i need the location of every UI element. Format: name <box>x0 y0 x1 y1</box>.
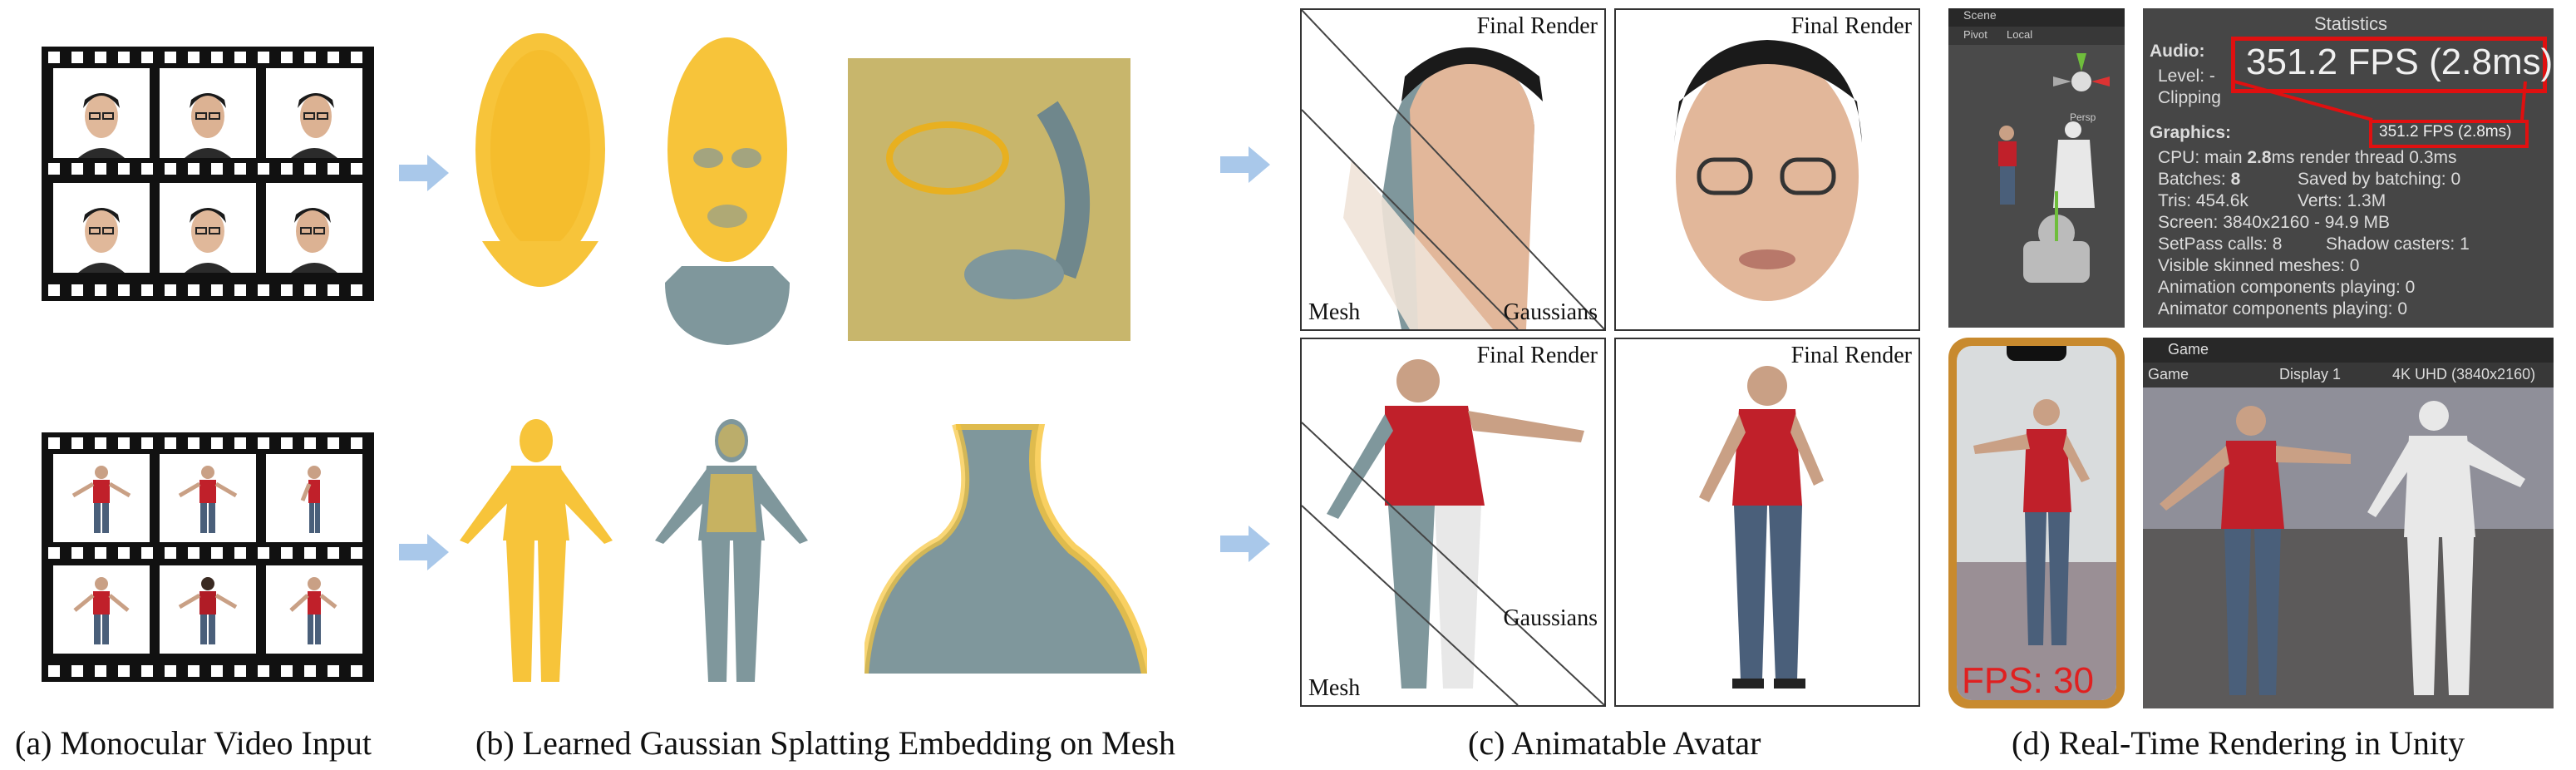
avatar-panel-body-render: Final Render <box>1614 338 1920 707</box>
callout-lines <box>2234 80 2527 121</box>
local-toggle[interactable]: Local <box>2007 28 2033 41</box>
graphics-heading: Graphics: <box>2150 123 2232 142</box>
fps-small-readout: 351.2 FPS (2.8ms) <box>2379 123 2512 141</box>
phone-fps-readout: FPS: 30 <box>1962 660 2094 700</box>
saved-by-batching: Saved by batching: 0 <box>2298 170 2461 189</box>
phone-device: FPS: 30 <box>1948 338 2125 708</box>
shadow-casters-stat: Shadow casters: 1 <box>2326 234 2470 254</box>
scene-tab[interactable]: Scene <box>1963 8 1997 22</box>
tris-stat: Tris: 454.6k <box>2158 191 2248 210</box>
caption-monocular-video-input: (a) Monocular Video Input <box>15 724 372 762</box>
arrow-right-icon <box>1220 146 1270 183</box>
final-render-label: Final Render <box>1790 343 1912 368</box>
batches-line: Batches: 8 <box>2158 170 2241 189</box>
persp-label: Persp <box>2070 111 2096 123</box>
unity-game-view: Game Game Display 1 4K UHD (3840x2160) <box>2143 338 2554 708</box>
animation-components-stat: Animation components playing: 0 <box>2158 278 2416 297</box>
gaussian-body-point-cloud <box>460 419 613 682</box>
mesh-label: Mesh <box>1308 299 1361 325</box>
filmstrip-face <box>42 47 374 301</box>
gaussian-head-closeup <box>848 58 1130 341</box>
arrow-right-icon <box>399 534 449 570</box>
skinned-meshes-stat: Visible skinned meshes: 0 <box>2158 256 2360 275</box>
filmstrip-body <box>42 432 374 682</box>
video-frame <box>53 68 150 158</box>
unity-statistics-panel: Statistics Audio: Level: - Clipping 351.… <box>2143 8 2554 328</box>
video-frame <box>160 565 256 654</box>
fps-big-readout: 351.2 FPS (2.8ms) <box>2246 42 2554 82</box>
video-frame <box>266 68 362 158</box>
verts-stat: Verts: 1.3M <box>2298 191 2386 210</box>
animator-components-stat: Animator components playing: 0 <box>2158 299 2407 318</box>
clipping-label: Clipping <box>2158 88 2221 107</box>
final-render-label: Final Render <box>1790 13 1912 39</box>
video-frame <box>160 183 256 273</box>
cpu-line: CPU: main 2.8ms render thread 0.3ms <box>2158 148 2457 167</box>
mesh-label: Mesh <box>1308 675 1361 701</box>
arrow-right-icon <box>399 155 449 191</box>
avatar-panel-body-split: Final Render Gaussians Mesh <box>1300 338 1606 707</box>
resolution-dropdown[interactable]: 4K UHD (3840x2160) <box>2392 366 2536 383</box>
caption-animatable-avatar: (c) Animatable Avatar <box>1468 724 1761 762</box>
statistics-title: Statistics <box>2314 13 2388 34</box>
video-frame <box>160 454 256 542</box>
display-dropdown[interactable]: Display 1 <box>2279 366 2342 383</box>
gaussian-head-point-cloud <box>475 33 605 287</box>
video-frame <box>53 183 150 273</box>
screen-stat: Screen: 3840x2160 - 94.9 MB <box>2158 213 2391 232</box>
video-frame <box>266 454 362 542</box>
fps-highlight-box <box>2231 37 2547 93</box>
video-frame <box>53 565 150 654</box>
video-frame <box>53 454 150 542</box>
game-characters <box>2160 401 2525 695</box>
gaussians-label: Gaussians <box>1503 605 1598 631</box>
pivot-toggle[interactable]: Pivot <box>1963 28 1987 41</box>
setpass-stat: SetPass calls: 8 <box>2158 234 2283 254</box>
game-tab[interactable]: Game <box>2168 341 2209 358</box>
gaussian-body-closeup <box>864 424 1147 674</box>
audio-heading: Audio: <box>2150 42 2205 61</box>
video-frame <box>266 183 362 273</box>
gaussians-label: Gaussians <box>1503 299 1598 325</box>
scene-gizmo[interactable] <box>2048 48 2115 115</box>
caption-real-time-unity: (d) Real-Time Rendering in Unity <box>2012 724 2465 762</box>
phone-avatar <box>1973 399 2090 645</box>
final-render-label: Final Render <box>1476 343 1598 368</box>
video-frame <box>160 68 256 158</box>
video-frame <box>266 565 362 654</box>
unity-scene-view: Scene Pivot Local Persp <box>1948 8 2125 328</box>
gaussian-on-mesh-head <box>665 37 790 345</box>
gaussian-on-mesh-body <box>655 419 808 682</box>
final-render-label: Final Render <box>1476 13 1598 39</box>
fps-small-highlight-box <box>2369 120 2529 148</box>
avatar-panel-head-render: Final Render <box>1614 8 1920 331</box>
scene-characters <box>1998 121 2095 283</box>
caption-gaussian-embedding: (b) Learned Gaussian Splatting Embedding… <box>475 724 1176 762</box>
avatar-panel-head-split: Final Render Mesh Gaussians <box>1300 8 1606 331</box>
arrow-right-icon <box>1220 526 1270 562</box>
game-dropdown[interactable]: Game <box>2148 366 2189 383</box>
level-label: Level: - <box>2158 67 2215 86</box>
